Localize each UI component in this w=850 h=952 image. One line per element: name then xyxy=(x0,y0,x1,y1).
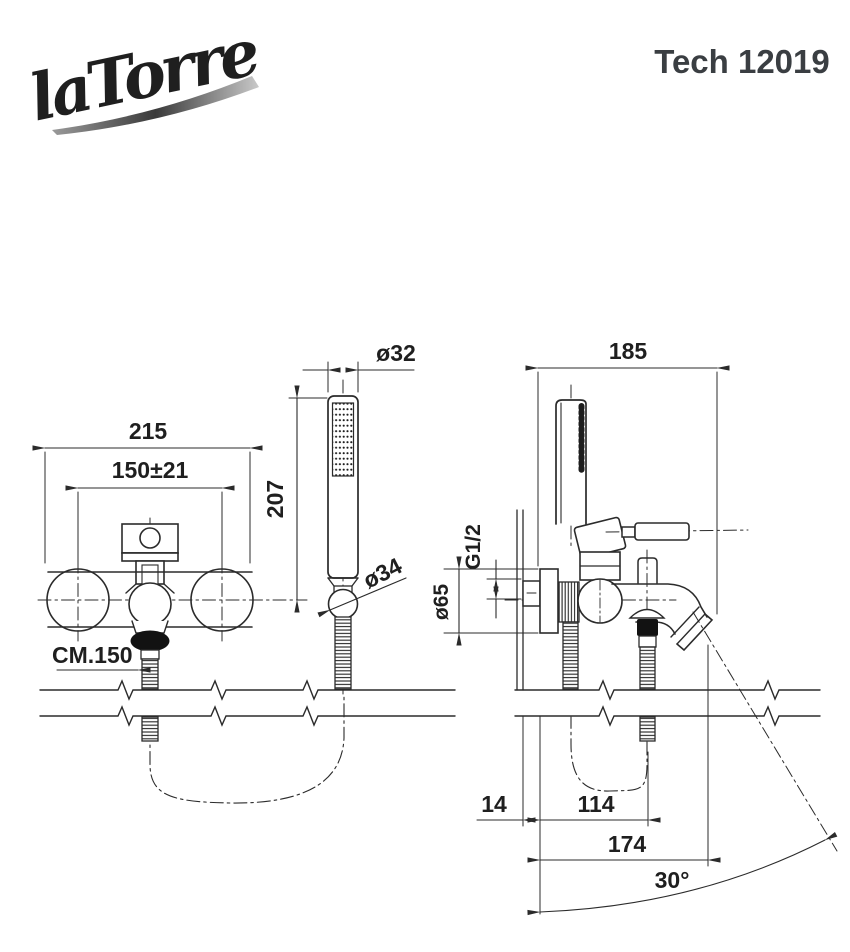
wall-flange-side xyxy=(522,568,559,634)
dim-spout-angle: 30° xyxy=(527,831,838,916)
dim-label-d32: ø32 xyxy=(376,340,416,366)
mixer-lever xyxy=(634,522,690,541)
model-number: Tech 12019 xyxy=(654,43,830,80)
dim-label-d65: ø65 xyxy=(430,584,453,621)
shower-hose-side xyxy=(639,646,656,690)
dim-overall-width: 215 xyxy=(32,418,263,564)
dim-handshower-height: 207 xyxy=(262,385,328,613)
dim-label-30deg: 30° xyxy=(655,867,690,893)
dim-spout-reach: 174 xyxy=(527,831,721,863)
dim-label-207: 207 xyxy=(262,480,288,518)
brand-logo: laTorre xyxy=(23,15,264,136)
deck-section-lines-side xyxy=(514,679,821,727)
logo-swoosh xyxy=(52,76,259,135)
dim-label-cm150: CM.150 xyxy=(52,642,133,668)
dim-label-d34: ø34 xyxy=(359,552,406,593)
dim-wall-clearance: 14 xyxy=(476,791,536,823)
dim-label-185: 185 xyxy=(609,338,648,364)
handshower-side xyxy=(555,384,587,549)
dim-flange-diameter: ø65 xyxy=(430,556,539,646)
hose-collar xyxy=(130,630,170,652)
aerator xyxy=(676,613,714,652)
handshower-hose xyxy=(334,616,352,690)
hose-routing-centerline-side xyxy=(570,716,648,792)
hose-routing-centerline xyxy=(149,694,345,804)
deck-section-lines xyxy=(39,679,456,727)
dim-hose-offset: 114 xyxy=(527,791,661,823)
dim-label-14: 14 xyxy=(481,791,507,817)
dim-handshower-diameter: ø32 xyxy=(302,340,416,393)
wall-flange-left xyxy=(46,568,110,632)
mixer-body-side xyxy=(558,549,714,742)
handshower-hose-side xyxy=(562,621,579,690)
dim-label-215: 215 xyxy=(129,418,168,444)
spout-axis-line xyxy=(692,611,838,852)
hose-ball-joint xyxy=(128,582,172,626)
shower-hose xyxy=(141,658,159,690)
wall-flange-right xyxy=(190,568,254,632)
holder-and-handle xyxy=(573,516,749,581)
dim-thread: G1/2 xyxy=(462,524,522,619)
dim-label-174: 174 xyxy=(608,831,647,857)
handshower-front xyxy=(327,379,359,695)
hose-length-note: CM.150 xyxy=(52,642,151,673)
dim-label-g12: G1/2 xyxy=(462,524,485,570)
dim-label-150: 150±21 xyxy=(112,457,189,483)
dim-overall-depth: 185 xyxy=(525,338,730,615)
dim-label-114: 114 xyxy=(577,791,614,817)
spray-face xyxy=(331,402,355,477)
spout xyxy=(611,583,708,618)
dim-hole-spacing: 150±21 xyxy=(65,457,235,561)
front-view: 215 150±21 207 ø32 ø34 xyxy=(32,340,456,804)
side-view: 185 G1/2 ø65 14 xyxy=(430,338,838,916)
mixer-body-front xyxy=(37,517,308,742)
hose-collar-side xyxy=(637,619,658,636)
